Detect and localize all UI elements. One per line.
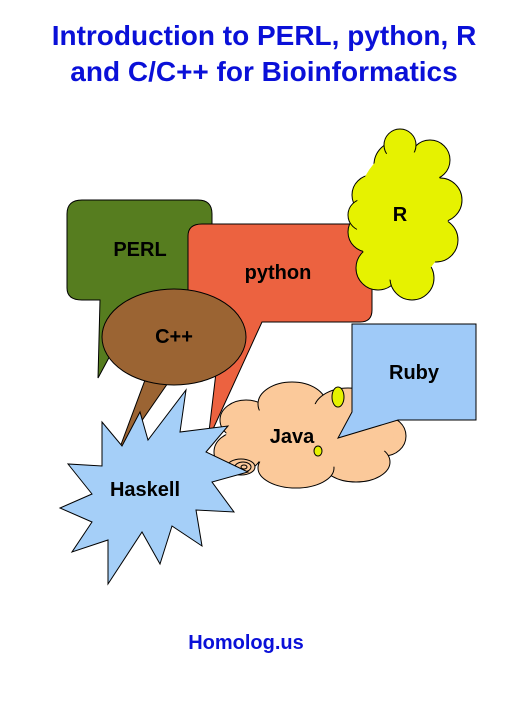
r-label: R [393,204,408,226]
java-label: Java [270,426,315,448]
ruby-label: Ruby [389,362,440,384]
cpp-label: C++ [155,326,193,348]
title-line-2: and C/C++ for Bioinformatics [70,56,458,87]
python-bubble: python [187,223,373,441]
cover-title: Introduction to PERL, python, R and C/C+… [0,18,528,90]
python-label: python [245,262,312,284]
perl-label: PERL [113,239,166,261]
java-thought-dot-large [331,386,345,408]
ruby-bubble-shape [336,323,477,439]
ruby-bubble: Ruby [336,323,477,439]
publisher-footer: Homolog.us [188,632,304,654]
haskell-label: Haskell [110,479,180,501]
java-thought-dot-small [313,445,323,457]
r-bubble: R [347,128,463,301]
haskell-bubble: Haskell [58,388,250,586]
cpp-bubble-shape [101,288,247,386]
haskell-starburst-shape [58,388,250,586]
title-line-1: Introduction to PERL, python, R [51,20,477,51]
r-cloud-fill [356,150,448,282]
